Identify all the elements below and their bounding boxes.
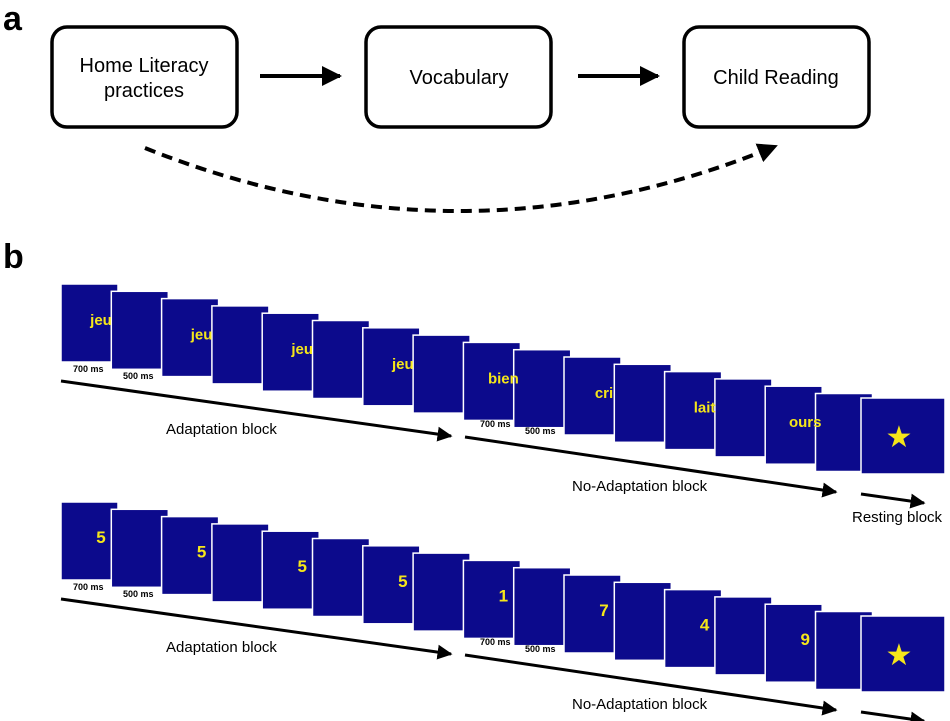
blank-frame — [512, 348, 572, 429]
stimulus-frame — [764, 385, 823, 465]
stimulus-text: 4 — [700, 616, 710, 635]
blank-frame — [211, 523, 270, 603]
blank-frame — [512, 566, 572, 647]
timing-label: 500 ms — [525, 644, 556, 654]
adaptation-block-label: Adaptation block — [166, 639, 277, 656]
stimulus-text: cri — [595, 385, 613, 402]
panel-b: b jeu jeu jeu jeu bien cri lait ours ★ 700 ms 500 … — [3, 238, 946, 721]
stimulus-text: 5 — [197, 543, 206, 562]
stimulus-text: jeu — [290, 341, 313, 358]
stimulus-text: jeu — [391, 356, 414, 373]
blank-frame — [311, 319, 371, 400]
child-reading-box — [682, 25, 871, 129]
timing-label: 700 ms — [480, 419, 511, 429]
timing-label: 500 ms — [525, 426, 556, 436]
vocabulary-box — [364, 25, 553, 129]
blank-frame — [311, 537, 371, 618]
stimulus-frame — [563, 574, 622, 654]
child-reading-text: Child Reading — [713, 67, 839, 89]
stimulus-frame — [764, 603, 823, 683]
adaptation-block-arrow — [60, 597, 453, 660]
no-adaptation-block-arrow — [464, 435, 838, 498]
timing-label: 500 ms — [123, 589, 154, 599]
stimulus-frame — [563, 356, 622, 436]
stimulus-frame — [160, 515, 220, 596]
home-literacy-line1: Home Literacy — [80, 55, 209, 77]
resting-frame — [860, 397, 946, 475]
stimulus-frame — [362, 545, 421, 625]
resting-block-arrow — [860, 492, 926, 509]
stimulus-text: jeu — [190, 327, 213, 344]
stimulus-frame — [261, 530, 320, 610]
blank-frame — [714, 596, 773, 676]
no-adaptation-block-label: No-Adaptation block — [572, 696, 708, 713]
stimulus-frame — [60, 501, 119, 581]
timing-label: 500 ms — [123, 371, 154, 381]
resting-frame — [860, 615, 946, 693]
stimulus-frame — [663, 588, 723, 669]
stimulus-text: ours — [789, 414, 822, 431]
adaptation-block-label: Adaptation block — [166, 421, 277, 438]
stimulus-text: 9 — [800, 630, 809, 649]
stimulus-text: 7 — [599, 601, 608, 620]
blank-frame — [714, 378, 773, 458]
home-literacy-box — [50, 25, 239, 129]
resting-block-label: Resting block — [852, 509, 943, 526]
blank-frame — [412, 334, 471, 414]
adaptation-block-arrow — [60, 379, 453, 442]
stimulus-text: lait — [694, 400, 716, 417]
stimulus-text: 1 — [499, 586, 508, 605]
blank-frame — [613, 581, 673, 662]
resting-block-arrow — [860, 710, 926, 721]
vocabulary-text: Vocabulary — [410, 67, 509, 89]
stimulus-frame — [60, 283, 119, 363]
blank-frame — [211, 305, 270, 385]
stimulus-frame — [663, 370, 723, 451]
panel-b-label: b — [3, 238, 24, 276]
stimulus-frame — [160, 297, 220, 378]
panel-a: a Home Literacy practices Vocabulary Chi… — [3, 0, 871, 213]
timing-label: 700 ms — [73, 364, 104, 374]
stimulus-row-2: 5 5 5 5 1 7 4 9 ★ 700 ms 500 ms 700 ms 500 ms Adaptat… — [60, 501, 946, 721]
stimulus-text: 5 — [297, 557, 306, 576]
home-literacy-line2: practices — [104, 80, 184, 102]
blank-frame — [613, 363, 673, 444]
stimulus-row-1: jeu jeu jeu jeu bien cri lait ours ★ 700 ms 500 ms… — [60, 283, 946, 526]
stimulus-text: 5 — [398, 572, 407, 591]
panel-a-label: a — [3, 0, 23, 38]
blank-frame — [412, 552, 471, 632]
dashed-direct-path-arrow — [144, 143, 778, 213]
blank-frame — [110, 290, 170, 371]
stimulus-text: bien — [488, 370, 519, 387]
star-icon: ★ — [886, 421, 913, 454]
no-adaptation-block-label: No-Adaptation block — [572, 478, 708, 495]
stimulus-text: jeu — [89, 312, 112, 329]
stimulus-text: 5 — [96, 528, 105, 547]
stimulus-rows: jeu jeu jeu jeu bien cri lait ours ★ 700 ms 500 ms… — [60, 283, 946, 721]
star-icon: ★ — [886, 639, 913, 672]
timing-label: 700 ms — [480, 637, 511, 647]
blank-frame — [110, 508, 170, 589]
no-adaptation-block-arrow — [464, 653, 838, 716]
timing-label: 700 ms — [73, 582, 104, 592]
stimulus-frame — [462, 559, 522, 640]
